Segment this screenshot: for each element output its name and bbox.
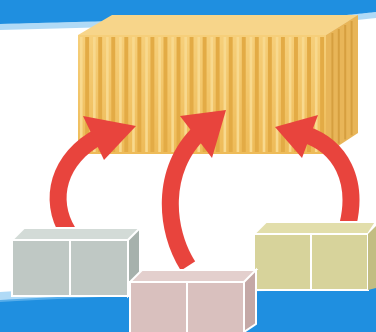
- container-rib: [163, 37, 167, 152]
- container-rib-highlight: [276, 37, 279, 152]
- container-top-face: [78, 15, 358, 35]
- container-rib-highlight: [224, 37, 227, 152]
- container-rib: [242, 37, 246, 152]
- container-rib-highlight: [250, 37, 253, 152]
- container-rib-highlight: [80, 37, 83, 152]
- container-rib: [177, 37, 181, 152]
- container-rib-highlight: [263, 37, 266, 152]
- olive-box-pair: [254, 222, 376, 290]
- container-rib: [137, 37, 141, 152]
- gray-box-pair: [12, 228, 140, 296]
- container-rib: [150, 37, 154, 152]
- container-rib-highlight: [132, 37, 135, 152]
- pink-box-pair: [130, 270, 256, 332]
- container-rib-highlight: [158, 37, 161, 152]
- container-rib: [255, 37, 259, 152]
- container-side-face: [326, 15, 358, 154]
- container-rib-highlight: [171, 37, 174, 152]
- container-rib: [229, 37, 233, 152]
- container-rib-highlight: [237, 37, 240, 152]
- container-rib: [268, 37, 272, 152]
- container-rib-highlight: [145, 37, 148, 152]
